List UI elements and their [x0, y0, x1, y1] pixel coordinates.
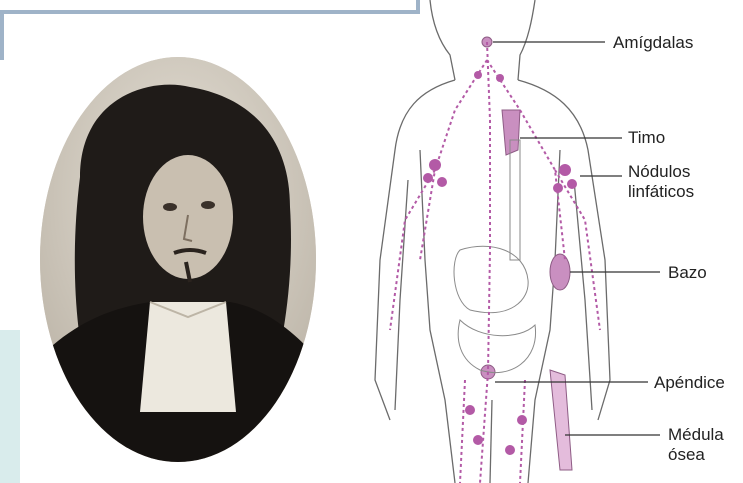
- portrait-oval: [40, 57, 316, 462]
- label-appendix: Apéndice: [654, 373, 725, 393]
- label-spleen: Bazo: [668, 263, 707, 283]
- label-thymus: Timo: [628, 128, 665, 148]
- spleen-organ: [550, 254, 570, 290]
- label-bone-marrow-line2: ósea: [668, 445, 724, 465]
- label-bone-marrow-line1: Médula: [668, 425, 724, 445]
- bone-marrow-organ: [550, 370, 572, 470]
- label-lymph-nodes-line1: Nódulos: [628, 162, 694, 182]
- frame-top-border: [0, 10, 420, 14]
- body-outline: [375, 0, 610, 483]
- lymphatic-system-diagram: [360, 0, 743, 483]
- label-bone-marrow: Médula ósea: [668, 425, 724, 465]
- portrait-figure: [40, 57, 316, 462]
- label-lymph-nodes: Nódulos linfáticos: [628, 162, 694, 202]
- digestive-outline: [454, 140, 536, 373]
- leader-lines: [493, 42, 660, 435]
- thymus-organ: [502, 110, 520, 155]
- organs: [481, 37, 572, 470]
- label-lymph-nodes-line2: linfáticos: [628, 182, 694, 202]
- side-tint-strip: [0, 330, 20, 483]
- label-tonsils: Amígdalas: [613, 33, 693, 53]
- frame-left-border: [0, 10, 4, 60]
